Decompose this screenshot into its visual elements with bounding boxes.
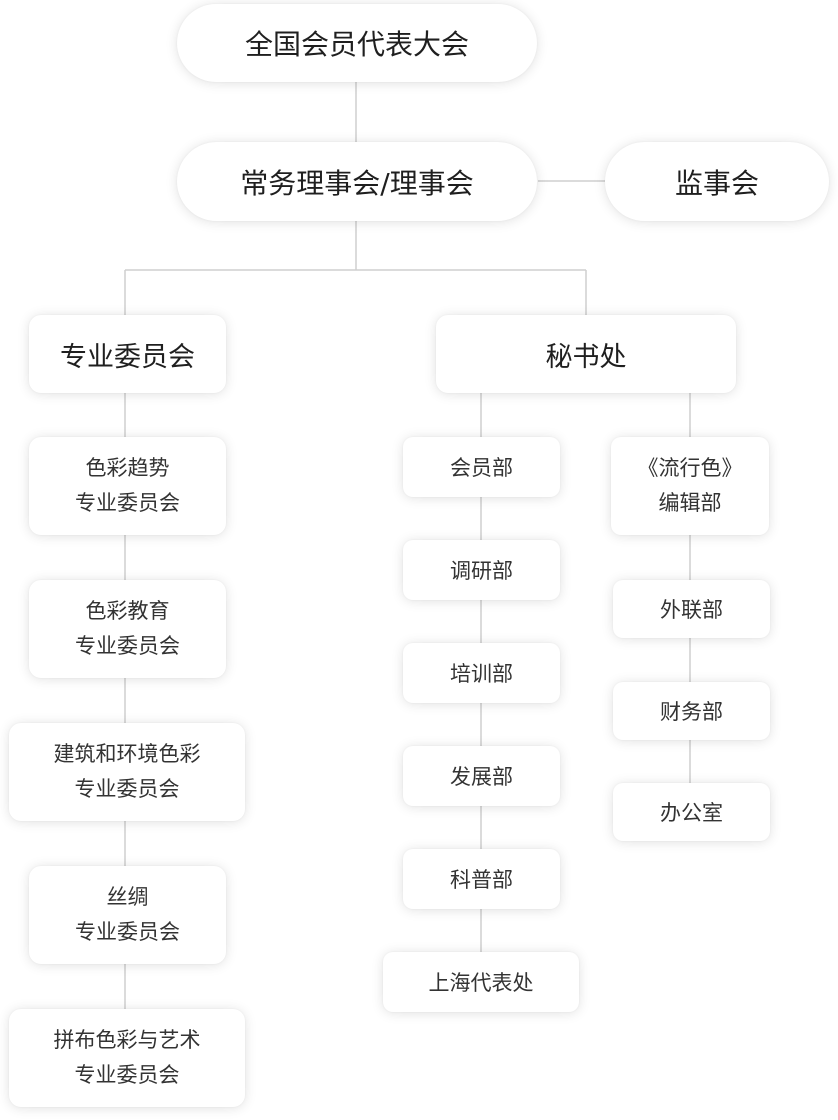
department-item: 外联部 [613, 580, 770, 638]
committee-item: 色彩趋势 专业委员会 [29, 437, 226, 535]
committee-item: 拼布色彩与艺术 专业委员会 [9, 1009, 245, 1107]
department-item: 上海代表处 [383, 952, 579, 1012]
committee-item-line2: 专业委员会 [74, 1063, 180, 1087]
committees-label: 专业委员会 [60, 341, 195, 373]
department-label: 财务部 [660, 700, 723, 724]
department-label-line1: 《流行色》 [637, 456, 743, 480]
department-label: 办公室 [660, 801, 723, 825]
committee-item-line1: 拼布色彩与艺术 [53, 1028, 201, 1052]
department-item: 培训部 [403, 643, 560, 703]
committee-item: 丝绸 专业委员会 [29, 866, 226, 964]
department-item: 财务部 [613, 682, 770, 740]
committee-item-line2: 专业委员会 [75, 634, 180, 658]
department-item: 办公室 [613, 783, 770, 841]
committees-node: 专业委员会 [29, 315, 226, 393]
committee-item-line1: 色彩趋势 [85, 456, 170, 480]
assembly-label: 全国会员代表大会 [244, 28, 469, 61]
assembly-node: 全国会员代表大会 [177, 4, 537, 82]
council-label: 常务理事会/理事会 [240, 166, 474, 200]
committee-item: 色彩教育 专业委员会 [29, 580, 226, 678]
department-item: 会员部 [403, 437, 560, 497]
department-label: 调研部 [450, 559, 513, 583]
department-label-line2: 编辑部 [658, 491, 722, 515]
committee-item-line2: 专业委员会 [75, 491, 180, 515]
department-label: 上海代表处 [428, 971, 534, 995]
department-label: 培训部 [450, 662, 513, 686]
committee-item-line1: 丝绸 [106, 885, 149, 909]
supervisors-node: 监事会 [605, 142, 829, 221]
committee-item-line2: 专业委员会 [74, 777, 180, 801]
department-item: 《流行色》 编辑部 [611, 437, 769, 535]
department-label: 发展部 [450, 765, 513, 789]
supervisors-label: 监事会 [674, 166, 759, 200]
department-item: 科普部 [403, 849, 560, 909]
committee-item-line1: 色彩教育 [85, 599, 170, 623]
secretariat-label: 秘书处 [545, 341, 627, 373]
committee-item-line2: 专业委员会 [75, 920, 180, 944]
council-node: 常务理事会/理事会 [177, 142, 537, 221]
secretariat-node: 秘书处 [436, 315, 736, 393]
department-label: 会员部 [450, 456, 513, 480]
department-item: 发展部 [403, 746, 560, 806]
committee-item: 建筑和环境色彩 专业委员会 [9, 723, 245, 821]
committee-item-line1: 建筑和环境色彩 [53, 742, 201, 766]
department-label: 科普部 [450, 868, 513, 892]
department-item: 调研部 [403, 540, 560, 600]
department-label: 外联部 [660, 598, 723, 622]
